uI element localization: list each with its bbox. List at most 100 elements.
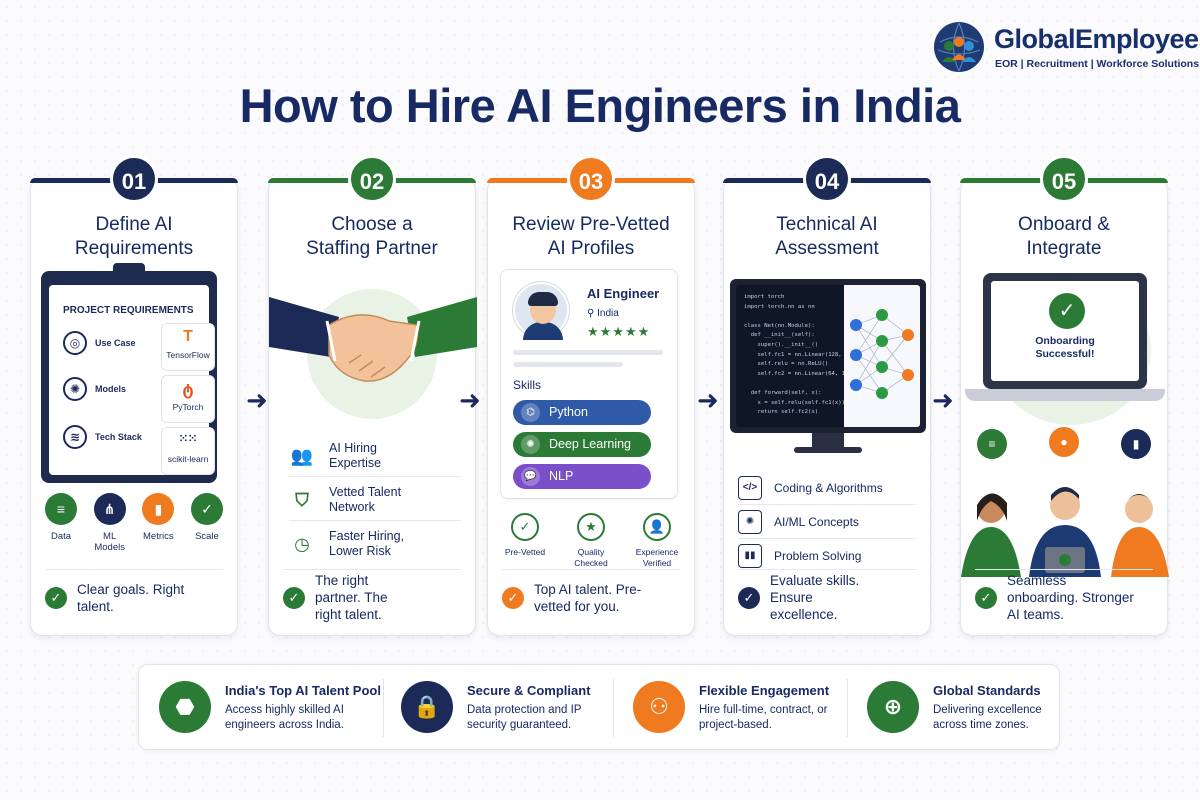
feature-faster-hiring: ◷ Faster Hiring, Lower Risk [289, 523, 461, 565]
shield-check-icon: ✓ [190, 493, 223, 525]
requirement-use-case: ◎Use Case [63, 331, 136, 355]
arrow-right-icon: ➜ [459, 385, 481, 415]
india-map-icon: ⬣ [159, 681, 211, 733]
kpi-label: Metrics [143, 531, 174, 542]
step-title-text: Technical AI Assessment [775, 214, 879, 259]
step-title-text: Review Pre-Vetted AI Profiles [512, 214, 670, 259]
team-icon: ⚇ [633, 681, 685, 733]
location-pin-icon: ⚲ [587, 308, 598, 319]
avatar-body [523, 322, 563, 340]
monitor-base [794, 447, 862, 453]
globe-icon: ⊕ [867, 681, 919, 733]
laptop-screen: ✓ Onboarding Successful! [991, 281, 1139, 381]
bar-chart-icon: ▮ [1121, 429, 1151, 459]
badge-pre-vetted: ✓ Pre-Vetted [496, 513, 554, 569]
clock-icon: ◷ [294, 534, 310, 554]
profile-rating-stars: ★★★★★ [587, 324, 651, 339]
skill-pill-nlp[interactable]: 💬NLP [513, 464, 651, 489]
step-card-05: 05 Onboard & Integrate ✓ Onboarding Succ… [960, 155, 1169, 636]
skill-label: NLP [549, 469, 574, 483]
kpi-metrics: ▮Metrics [136, 493, 180, 553]
network-icon: ⋔ [93, 493, 126, 525]
skill-pill-python[interactable]: ⌬ Python [513, 400, 651, 425]
lock-icon: 🔒 [401, 681, 453, 733]
arrow-right-icon: ➜ [697, 385, 719, 415]
clipboard-clip [113, 263, 145, 279]
step-footer-text: Evaluate skills. Ensure excellence. [770, 573, 860, 622]
step-footer-text: Seamless onboarding. Stronger AI teams. [1007, 573, 1134, 622]
brain-icon: ✺ [63, 377, 87, 401]
kpi-label: ML Models [94, 531, 125, 553]
team-people-icon [961, 487, 1169, 577]
framework-scikit-learn: ⁙⁙ scikit-learn [161, 427, 215, 475]
assessment-coding: </> Coding & Algorithms [738, 471, 916, 505]
feature-label: AI Hiring Expertise [329, 440, 382, 470]
code-icon: </> [738, 475, 762, 500]
feature-label: Vetted Talent Network [329, 484, 402, 514]
candidate-profile-card[interactable]: AI Engineer ⚲ India ★★★★★ Skills ⌬Python… [500, 269, 678, 499]
step-number: 03 [567, 155, 615, 203]
check-circle-icon: ✓ [1049, 293, 1085, 329]
brain-icon: ✺ [738, 509, 762, 534]
step-footer: ✓ The right partner. The right talent. [283, 569, 461, 625]
step-title-text: Choose a Staffing Partner [306, 214, 438, 259]
chat-bubble-icon: ≡ [977, 429, 1007, 459]
step-number: 02 [348, 155, 396, 203]
step-title: Choose a Staffing Partner [305, 213, 439, 261]
feature-vetted-talent-network: ⛉ Vetted Talent Network [289, 479, 461, 521]
monitor-illustration: import torch import torch.nn as nn class… [730, 279, 926, 433]
scikit-learn-icon: ⁙⁙ [178, 433, 198, 445]
kpi-label: Scale [195, 531, 219, 542]
skill-pill-deep-learning[interactable]: ✺Deep Learning [513, 432, 651, 457]
team-illustration: ≡ ● ▮ [961, 427, 1169, 577]
skill-label: Python [549, 405, 588, 419]
assessment-label: Coding & Algorithms [774, 480, 883, 495]
arrow-right-icon: ➜ [932, 385, 954, 415]
feature-label: Faster Hiring, Lower Risk [329, 529, 405, 558]
shield-check-icon: ⛉ [295, 489, 309, 510]
benefit-flexible-engagement: ⚇ Flexible Engagement Hire full-time, co… [633, 677, 843, 739]
python-icon: ⌬ [521, 403, 540, 422]
framework-label: PyTorch [172, 402, 204, 412]
step-number: 01 [110, 155, 158, 203]
monitor-screen: import torch import torch.nn as nn class… [736, 285, 920, 427]
benefit-desc: Delivering excellence across time zones. [933, 704, 1042, 731]
badge-experience-verified: 👤Experience Verified [628, 513, 686, 569]
step-title: Technical AI Assessment [760, 213, 894, 261]
step-card-03: 03 Review Pre-Vetted AI Profiles AI Engi… [487, 155, 695, 636]
monitor-stand [812, 433, 844, 449]
framework-label: scikit-learn [167, 454, 209, 464]
divider [613, 679, 614, 737]
requirement-label: Use Case [95, 338, 136, 348]
check-circle-icon: ✓ [975, 586, 997, 609]
assessment-label: Problem Solving [774, 549, 862, 563]
benefit-global-standards: ⊕ Global Standards Delivering excellence… [867, 677, 1057, 739]
shield-check-icon: ✓ [511, 513, 539, 541]
benefit-secure-compliant: 🔒 Secure & Compliant Data protection and… [401, 677, 611, 739]
avatar-hair [528, 292, 558, 306]
handshake-icon [269, 297, 477, 382]
profile-location-text: India [597, 308, 619, 319]
badge-label: Quality Checked [574, 547, 608, 568]
badge-quality-checked: ★Quality Checked [562, 513, 620, 569]
benefit-desc: Hire full-time, contract, or project-bas… [699, 704, 828, 731]
kpi-ml-models: ⋔ ML Models [88, 493, 132, 553]
kpi-label: Data [50, 531, 72, 542]
badge-label: Experience Verified [635, 547, 679, 568]
profile-role: AI Engineer [587, 286, 660, 301]
profile-badges: ✓ Pre-Vetted ★Quality Checked 👤Experience… [492, 513, 690, 569]
brand-logo[interactable]: GlobalEmployees EOR | Recruitment | Work… [934, 20, 1200, 76]
user-icon: ● [1049, 427, 1079, 457]
step-number: 04 [803, 155, 851, 203]
placeholder-line [513, 362, 623, 367]
benefit-title: Global Standards [933, 683, 1041, 698]
placeholder-line [513, 350, 663, 355]
step-footer: ✓ Clear goals. Right talent. [45, 569, 223, 625]
step-footer-text: The right partner. The right talent. [315, 573, 388, 622]
step-title-text: Onboard & Integrate [1018, 214, 1110, 259]
badge-label: Pre-Vetted [504, 547, 546, 557]
step-footer-text: Top AI talent. Pre-vetted for you. [534, 581, 642, 614]
skill-label: Deep Learning [549, 437, 632, 451]
